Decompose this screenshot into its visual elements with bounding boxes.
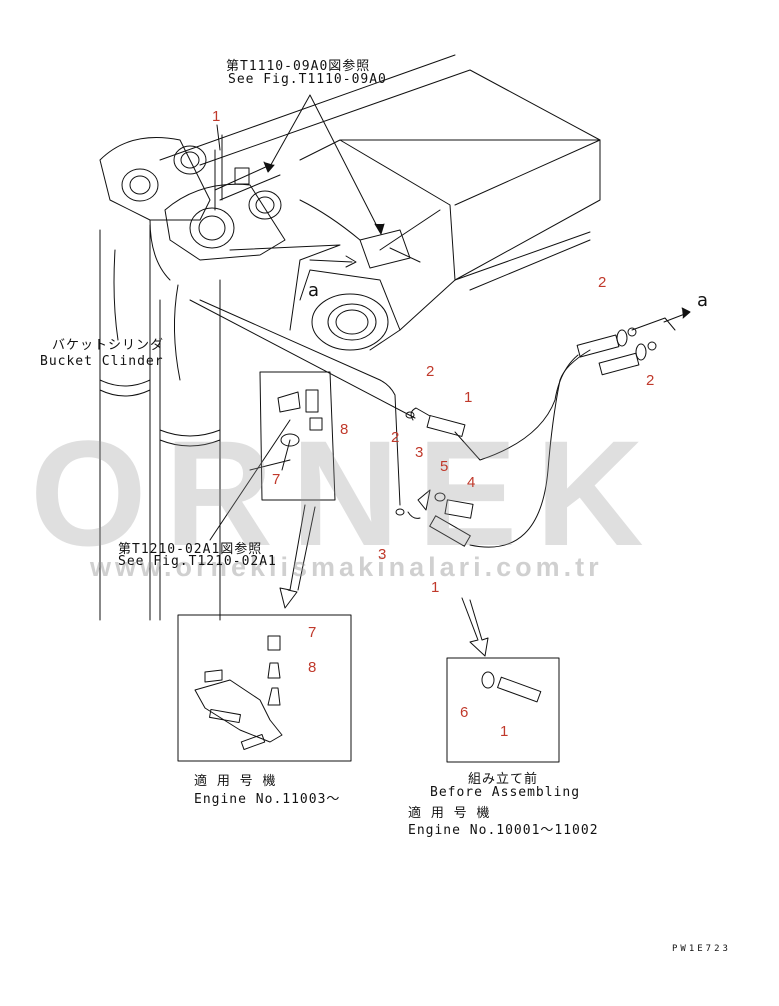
- callout-2-mid: 2: [426, 363, 435, 380]
- left-inset-engine: Engine No.11003〜: [194, 792, 341, 807]
- callout-2-lower: 2: [391, 429, 400, 446]
- boom-arm: [159, 54, 601, 331]
- down-arrow-right: [461, 597, 489, 657]
- callout-6-inset: 6: [460, 704, 469, 721]
- bucket-cylinder-en: Bucket Clinder: [40, 354, 164, 369]
- right-inset-applies: 適 用 号 機: [408, 806, 491, 821]
- marker-a-left: a: [308, 280, 321, 301]
- callout-1-mid: 1: [464, 389, 473, 406]
- watermark-url: www.orneklismakinalari.com.tr: [90, 552, 603, 582]
- inset-box-left: [177, 614, 352, 762]
- down-arrow-left: [279, 504, 316, 609]
- marker-a-right: a: [697, 290, 710, 311]
- left-inset-applies: 適 用 号 機: [194, 774, 277, 789]
- right-inset-engine: Engine No.10001〜11002: [408, 823, 599, 838]
- callout-3-upper: 3: [415, 444, 424, 461]
- leader-1-top: [216, 124, 221, 151]
- callout-1-top: 1: [212, 108, 221, 125]
- bucket-cylinder-ja: バケットシリンダ: [52, 338, 165, 353]
- watermark-logo: ORNEK: [30, 409, 662, 577]
- upper-clamp: [214, 134, 441, 269]
- callout-3-lower: 3: [378, 546, 387, 563]
- bucket-cylinder: [99, 224, 221, 621]
- hose-assembly: [189, 299, 591, 548]
- callout-8-inset: 8: [308, 659, 317, 676]
- boom-end: [299, 269, 401, 351]
- callout-1-lower: 1: [431, 579, 440, 596]
- right-inset-en: Before Assembling: [430, 785, 581, 800]
- inset-box-right: [446, 657, 560, 763]
- drawing-code: PW1E723: [672, 944, 731, 954]
- top-reference-ja: 第T1110-09A0図参照: [226, 59, 371, 74]
- callout-1-inset: 1: [500, 723, 509, 740]
- callout-5: 5: [440, 458, 449, 475]
- top-reference-leaders: [263, 94, 385, 268]
- center-detail-box: [209, 371, 336, 541]
- bucket-link: [99, 137, 341, 331]
- right-inset-ja: 組み立て前: [468, 772, 539, 787]
- mid-reference-en: See Fig.T1210-02A1: [118, 554, 277, 569]
- callout-4: 4: [467, 474, 476, 491]
- right-fittings: [576, 307, 691, 376]
- mid-reference-ja: 第T1210-02A1図参照: [118, 542, 263, 557]
- callout-8-main: 8: [340, 421, 349, 438]
- top-reference-en: See Fig.T1110-09A0: [228, 72, 387, 87]
- callout-7-main: 7: [272, 471, 281, 488]
- callout-2-right-bottom: 2: [646, 372, 655, 389]
- callout-7-inset: 7: [308, 624, 317, 641]
- callout-2-right-top: 2: [598, 274, 607, 291]
